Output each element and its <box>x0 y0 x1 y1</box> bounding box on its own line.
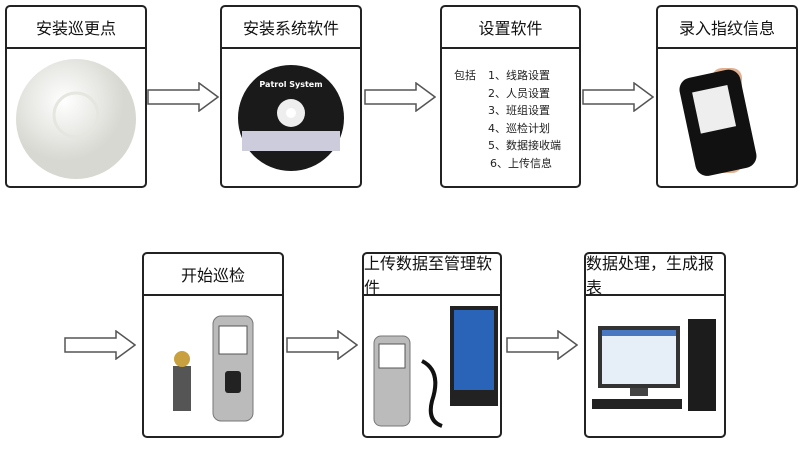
list-item: 6、上传信息 <box>490 156 552 170</box>
arrow-right-icon <box>364 82 436 112</box>
arrow-right-icon <box>286 330 358 360</box>
includes-label: 包括 <box>454 69 476 82</box>
computer-image <box>592 319 716 411</box>
step-title: 安装系统软件 <box>222 7 360 49</box>
step-title: 安装巡更点 <box>7 7 145 49</box>
arrow-right-icon <box>147 82 219 112</box>
list-item: 3、班组设置 <box>488 104 550 117</box>
arrow-right-icon <box>582 82 654 112</box>
disc-label: Patrol System <box>259 80 322 89</box>
step-generate-report: 数据处理，生成报表 <box>584 252 726 438</box>
list-item: 5、数据接收端 <box>488 139 561 152</box>
upload-device-image <box>373 306 498 428</box>
settings-list: 1、线路设置 2、人员设置 3、班组设置 4、巡检计划 5、数据接收端 6、上传… <box>454 67 561 172</box>
step-enroll-fingerprint: 录入指纹信息 <box>656 5 798 188</box>
list-item: 1、线路设置 <box>488 69 550 82</box>
fingerprint-device-image <box>679 67 757 176</box>
arrow-right-icon <box>64 330 136 360</box>
list-item: 2、人员设置 <box>488 86 550 100</box>
step-title: 录入指纹信息 <box>658 7 796 49</box>
list-item: 4、巡检计划 <box>488 121 550 135</box>
step-install-software: 安装系统软件 Patrol System <box>220 5 362 188</box>
checkpoint-image <box>15 59 136 179</box>
step-title: 开始巡检 <box>144 254 282 296</box>
step-title: 上传数据至管理软件 <box>364 254 500 297</box>
step-title: 设置软件 <box>442 7 579 49</box>
step-install-checkpoint: 安装巡更点 <box>5 5 147 188</box>
arrow-right-icon <box>506 330 578 360</box>
step-title: 数据处理，生成报表 <box>586 254 724 297</box>
step-start-patrol: 开始巡检 <box>142 252 284 438</box>
step-upload-data: 上传数据至管理软件 <box>362 252 502 438</box>
step-configure-software: 设置软件 包括 1、线路设置 2、人员设置 3、班组设置 4、巡检计划 5、数据… <box>440 5 581 188</box>
patrol-device-image <box>173 315 254 422</box>
software-disc-image: Patrol System <box>238 64 344 171</box>
